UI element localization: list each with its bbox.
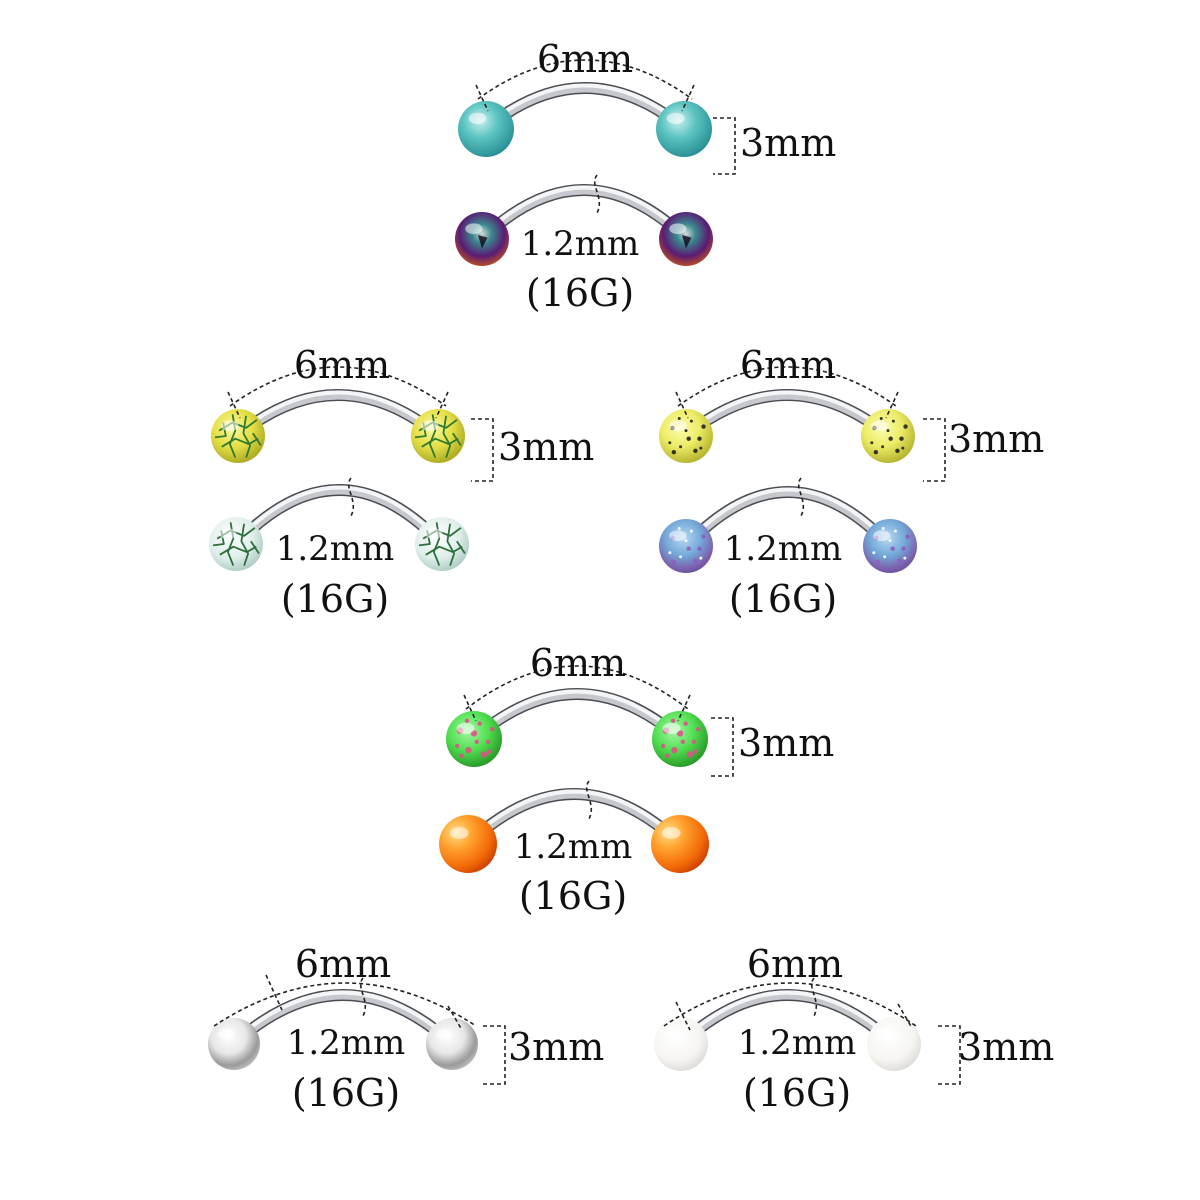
pearl-ball-1 (654, 1017, 708, 1071)
length-label: 6mm (537, 37, 633, 81)
white-green-crackle-ball-1 (209, 517, 263, 571)
gauge-mm-label: 1.2mm (724, 529, 843, 569)
length-tick-right (447, 1005, 463, 1031)
length-tick-left (675, 1001, 691, 1031)
length-tick-right (435, 391, 449, 419)
gauge-dimension-mark (810, 977, 818, 1017)
length-label: 6mm (747, 942, 843, 986)
gauge-label: (16G) (292, 1071, 400, 1115)
orange-ball-1 (439, 815, 497, 873)
turquoise-matte-ball-2 (656, 101, 712, 157)
gauge-dimension-mark (593, 174, 601, 214)
length-tick-left (475, 84, 489, 112)
ball-size-bracket (483, 1025, 506, 1085)
turquoise-matte-ball-1 (458, 101, 514, 157)
gauge-mm-label: 1.2mm (276, 529, 395, 569)
length-label: 6mm (295, 942, 391, 986)
ball-size-label: 3mm (738, 721, 834, 765)
length-tick-right (885, 391, 899, 419)
ball-size-label: 3mm (948, 417, 1044, 461)
ball-size-bracket (713, 117, 736, 175)
length-dimension-line (663, 982, 917, 1027)
ball-size-bracket (938, 1025, 961, 1085)
ball-size-bracket (711, 717, 734, 777)
yellow-crackle-ball-2 (411, 409, 465, 463)
length-dimension-line (229, 366, 447, 407)
length-tick-left (463, 694, 477, 722)
blue-purple-speckled-curved-bar (684, 486, 892, 548)
gauge-label: (16G) (281, 577, 389, 621)
length-dimension-line (477, 59, 693, 100)
gauge-label: (16G) (743, 1071, 851, 1115)
gauge-mm-label: 1.2mm (521, 224, 640, 264)
orange-ball-2 (651, 815, 709, 873)
yellow-crackle-curved-bar (236, 389, 440, 438)
length-label: 6mm (294, 343, 390, 387)
ball-size-label: 3mm (740, 121, 836, 165)
length-tick-right (677, 694, 691, 722)
gauge-dimension-mark (797, 477, 805, 517)
gauge-label: (16G) (729, 577, 837, 621)
yellow-speckled-ball-1 (659, 409, 713, 463)
green-pink-speckled-curved-bar (472, 688, 682, 741)
length-dimension-line (677, 366, 897, 407)
ball-size-label: 3mm (498, 425, 594, 469)
blue-purple-speckled-ball-2 (863, 519, 917, 573)
gauge-label: (16G) (519, 874, 627, 918)
silver-ball-ball-1 (208, 1018, 260, 1070)
length-dimension-line (213, 982, 477, 1027)
white-green-crackle-curved-bar (234, 484, 444, 546)
yellow-speckled-curved-bar (684, 389, 890, 438)
yellow-speckled-ball-2 (861, 409, 915, 463)
rainbow-anodized-curved-bar (480, 184, 688, 241)
gauge-dimension-mark (359, 977, 367, 1017)
length-dimension-line (465, 665, 689, 710)
yellow-crackle-ball-1 (211, 409, 265, 463)
length-label: 6mm (740, 343, 836, 387)
turquoise-matte-curved-bar (484, 82, 686, 131)
orange-curved-bar (466, 788, 682, 846)
green-pink-speckled-ball-1 (446, 711, 502, 767)
rainbow-anodized-ball-2 (659, 212, 713, 266)
gauge-label: (16G) (526, 271, 634, 315)
ball-size-label: 3mm (958, 1025, 1054, 1069)
white-green-crackle-ball-2 (415, 517, 469, 571)
length-tick-left (675, 391, 689, 419)
rainbow-anodized-ball-1 (455, 212, 509, 266)
silver-ball-curved-bar (232, 989, 454, 1046)
gauge-mm-label: 1.2mm (738, 1023, 857, 1063)
length-tick-left (227, 391, 241, 419)
ball-size-bracket (471, 418, 494, 482)
gauge-mm-label: 1.2mm (514, 827, 633, 867)
gauge-mm-label: 1.2mm (287, 1023, 406, 1063)
ball-size-bracket (923, 418, 946, 482)
silver-ball-ball-2 (426, 1018, 478, 1070)
pearl-curved-bar (679, 989, 896, 1046)
length-tick-right (681, 84, 695, 112)
gauge-dimension-mark (347, 477, 355, 517)
blue-purple-speckled-ball-1 (659, 519, 713, 573)
green-pink-speckled-ball-2 (652, 711, 708, 767)
ball-size-label: 3mm (508, 1025, 604, 1069)
length-label: 6mm (530, 641, 626, 685)
length-tick-right (897, 1003, 913, 1029)
pearl-ball-2 (867, 1017, 921, 1071)
gauge-dimension-mark (585, 780, 593, 820)
